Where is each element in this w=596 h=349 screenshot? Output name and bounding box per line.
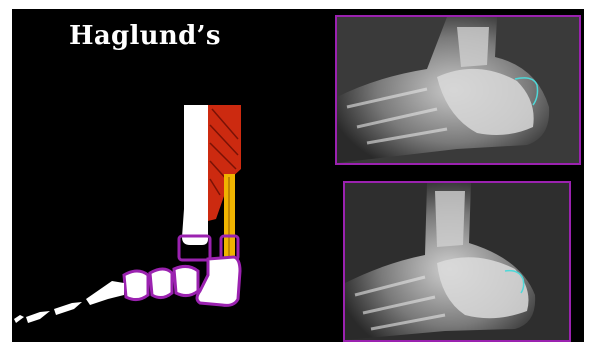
cuneiform-bone — [150, 269, 172, 298]
toe-tip-bone — [14, 315, 24, 323]
calcaneus-bone — [197, 257, 240, 305]
navicular-bone — [174, 266, 198, 295]
phalanx-bone-1 — [54, 302, 82, 315]
lateral-ankle-xray-top — [335, 15, 581, 165]
metatarsal-bone — [86, 281, 124, 305]
lateral-ankle-xray-bottom — [343, 181, 571, 342]
tibia-bone — [182, 105, 208, 245]
phalanx-bone-2 — [26, 311, 50, 323]
slide-canvas: Haglund’s — [12, 9, 584, 342]
haglund-foot-diagram — [12, 9, 312, 342]
cuboid-bone — [124, 271, 148, 300]
